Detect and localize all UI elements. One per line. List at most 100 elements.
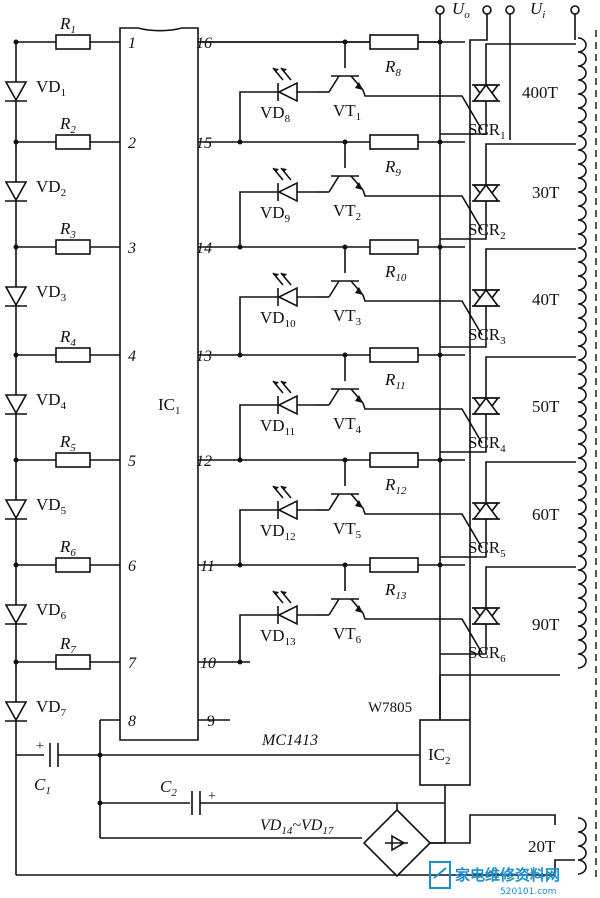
resistor-r5 — [55, 452, 91, 468]
ic2-part-label: W7805 — [368, 700, 412, 716]
resistor-label-r7: R7 — [59, 634, 76, 656]
transistor-label-vt3: VT3 — [333, 306, 362, 328]
c1-polarity: + — [36, 739, 44, 754]
terminal-uo-2[interactable] — [482, 5, 492, 15]
c2-polarity: + — [208, 789, 216, 804]
transformer-coil — [577, 37, 587, 875]
transistor-label-vt1: VT1 — [333, 101, 361, 123]
ic1-right-pin-15: 15 — [196, 135, 212, 152]
transistor-label-vt2: VT2 — [333, 201, 361, 223]
bridge-label: VD14~VD17 — [260, 817, 334, 837]
bridge-rectifier: VD14~VD17 — [260, 803, 446, 878]
ic1-left-pin-5: 5 — [128, 453, 136, 470]
winding-label-3: 40T — [532, 290, 560, 309]
led-vd13 — [277, 604, 298, 626]
diode-label-vd4: VD4 — [36, 390, 67, 412]
c2-label: C2 — [160, 777, 177, 799]
terminal-ui-2[interactable] — [570, 5, 580, 15]
power-supply: + C1 IC2 W7805 + C2 VD14~VD17 20T — [16, 700, 575, 878]
ic1-left-pin-1: 1 — [128, 35, 136, 52]
winding-label-1: 400T — [522, 83, 559, 102]
terminal-ui-1[interactable] — [505, 5, 515, 15]
diode-vd6 — [4, 604, 28, 625]
ic1-right-pin-16: 16 — [196, 35, 212, 52]
resistor-label-r1: R1 — [59, 14, 76, 36]
resistor-label-r2: R2 — [59, 114, 76, 136]
uo-label: Uo — [452, 0, 470, 21]
resistor-r6 — [55, 557, 91, 573]
watermark-text: 家电维修资料网 — [455, 866, 560, 884]
output-terminals: Uo Ui — [435, 0, 580, 720]
ic1-left-pin-8: 8 — [128, 713, 136, 730]
watermark-logo — [429, 861, 451, 889]
scr-label-4: SCR4 — [468, 433, 506, 455]
watermark-url: 520101.com — [500, 887, 556, 897]
diode-vd7 — [4, 701, 28, 722]
ic1-label: IC1 — [158, 395, 181, 417]
diode-label-vd6: VD6 — [36, 600, 67, 622]
led-vd12 — [277, 499, 298, 521]
resistor-label-r8: R8 — [384, 57, 401, 79]
led-vd9 — [277, 181, 298, 203]
ic1-body: IC1 MC1413 — [119, 27, 318, 749]
scr-label-6: SCR6 — [468, 643, 506, 665]
scr-label-3: SCR3 — [468, 325, 506, 347]
transistor-label-vt5: VT5 — [333, 519, 362, 541]
winding-labels: 400T 30T 40T 50T 60T 90T — [522, 83, 560, 634]
ic1-left-pin-2: 2 — [128, 135, 136, 152]
scr-label-2: SCR2 — [468, 220, 506, 242]
resistor-label-r13: R13 — [384, 580, 407, 602]
led-label-vd11: VD11 — [260, 416, 295, 438]
scr-label-5: SCR5 — [468, 538, 506, 560]
diode-label-vd3: VD3 — [36, 282, 67, 304]
ui-label: Ui — [530, 0, 545, 21]
resistor-label-r6: R6 — [59, 537, 76, 559]
resistor-r7 — [55, 654, 91, 670]
winding-label-5: 60T — [532, 505, 560, 524]
ic1-left-pin-6: 6 — [128, 558, 136, 575]
c1-label: C1 — [34, 775, 51, 797]
diode-vd5 — [4, 499, 28, 520]
led-vd10 — [277, 286, 298, 308]
resistor-r3 — [55, 239, 91, 255]
resistor-r4 — [55, 347, 91, 363]
resistor-r1 — [55, 34, 91, 50]
diode-vd4 — [4, 394, 28, 415]
led-vd8 — [277, 81, 298, 103]
right-pin-rows: 161514131211109R8VT1VD8SCR1R9VT2VD9SCR2R… — [196, 34, 576, 730]
diode-vd1 — [4, 81, 28, 102]
resistor-r8 — [369, 34, 419, 50]
ic1-left-pin-4: 4 — [128, 348, 136, 365]
winding-label-4: 50T — [532, 397, 560, 416]
left-pin-rows: 12345678R1VD1R2VD2R3VD3R4VD4R5VD5R6VD6R7… — [4, 14, 137, 730]
scr-label-1: SCR1 — [468, 120, 506, 142]
resistor-r11 — [369, 347, 419, 363]
diode-vd3 — [4, 286, 28, 307]
ic1-right-pin-13: 13 — [196, 348, 212, 365]
watermark: 家电维修资料网 520101.com — [429, 861, 560, 897]
ic1-left-pin-7: 7 — [128, 655, 137, 672]
ic2-label: IC2 — [428, 745, 451, 767]
ic1-right-pin-12: 12 — [196, 453, 212, 470]
resistor-label-r4: R4 — [59, 327, 76, 349]
winding-bottom-label: 20T — [528, 837, 556, 856]
resistor-label-r5: R5 — [59, 432, 76, 454]
led-vd11 — [277, 394, 298, 416]
resistor-r12 — [369, 452, 419, 468]
winding-label-2: 30T — [532, 183, 560, 202]
resistor-label-r9: R9 — [384, 157, 401, 179]
resistor-r13 — [369, 557, 419, 573]
diode-label-vd1: VD1 — [36, 77, 66, 99]
terminal-uo-1[interactable] — [435, 5, 445, 15]
led-label-vd13: VD13 — [260, 626, 296, 648]
winding-label-6: 90T — [532, 615, 560, 634]
transistor-label-vt6: VT6 — [333, 624, 362, 646]
diode-vd2 — [4, 181, 28, 202]
transistor-label-vt4: VT4 — [333, 414, 362, 436]
led-label-vd9: VD9 — [260, 203, 291, 225]
resistor-label-r11: R11 — [384, 370, 406, 392]
led-label-vd8: VD8 — [260, 103, 291, 125]
diode-label-vd5: VD5 — [36, 495, 67, 517]
led-label-vd12: VD12 — [260, 521, 296, 543]
resistor-label-r3: R3 — [59, 219, 76, 241]
